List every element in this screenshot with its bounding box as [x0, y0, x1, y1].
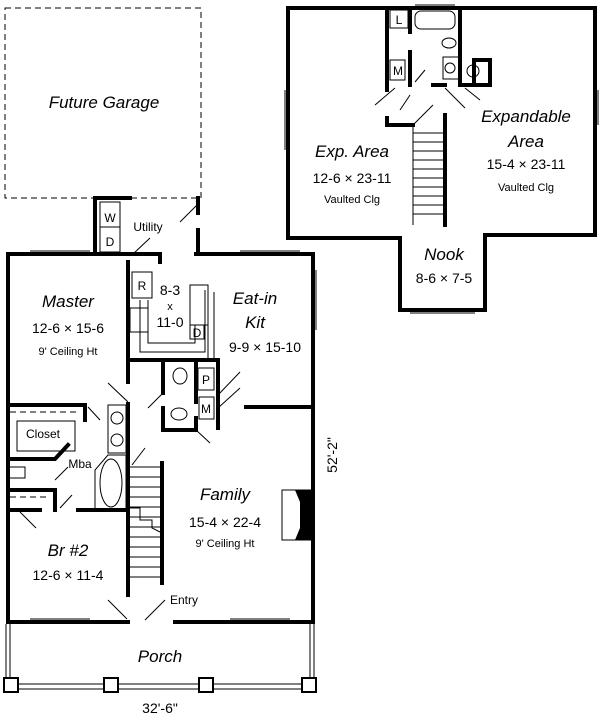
- main-mech-label: M: [201, 402, 211, 416]
- br2-label: Br #2: [48, 541, 89, 560]
- kitchen-size-x: x: [167, 301, 173, 313]
- kitchen: R D 8-3 x 11-0: [126, 260, 220, 362]
- fireplace: [281, 489, 314, 541]
- entry-label: Entry: [170, 593, 198, 607]
- exp-area-label: Exp. Area: [315, 142, 389, 161]
- upper-mech-label: M: [393, 64, 403, 78]
- exp-area-note: Vaulted Clg: [324, 194, 380, 206]
- utility-label: Utility: [133, 220, 162, 234]
- master-note: 9' Ceiling Ht: [39, 346, 98, 358]
- center-core: P M: [107, 358, 315, 444]
- expandable-area-label: Expandable: [481, 107, 571, 126]
- nook-label: Nook: [424, 245, 465, 264]
- washer-label: W: [104, 211, 116, 225]
- master-size: 12-6 × 15-6: [32, 320, 104, 336]
- eat-in-kit-size: 9-9 × 15-10: [229, 339, 301, 355]
- linen-label: L: [396, 13, 403, 27]
- eat-in-kit-label-2: Kit: [245, 313, 266, 332]
- eat-in-kit-label: Eat-in: [233, 289, 277, 308]
- nook-size: 8-6 × 7-5: [416, 270, 473, 286]
- family-label: Family: [200, 485, 252, 504]
- porch-label: Porch: [138, 647, 182, 666]
- expandable-area-label-2: Area: [507, 132, 544, 151]
- upper-bath: L M: [374, 6, 492, 227]
- pantry-label: P: [202, 373, 210, 387]
- main-floor-walls: [6, 250, 317, 624]
- utility-room: W D Utility: [93, 196, 200, 256]
- width-dimension: 32'-6": [142, 700, 178, 716]
- expandable-area-size: 15-4 × 23-11: [487, 156, 566, 172]
- depth-dimension: 52'-2": [324, 437, 340, 473]
- family-note: 9' Ceiling Ht: [196, 538, 255, 550]
- dryer-label: D: [106, 235, 115, 249]
- dishwasher-label: D: [193, 326, 202, 340]
- br2-size: 12-6 × 11-4: [33, 567, 104, 583]
- mba-label: Mba: [68, 457, 92, 471]
- master-label: Master: [42, 292, 95, 311]
- upper-floor-walls: [284, 4, 599, 314]
- family-size: 15-4 × 22-4: [189, 514, 261, 530]
- main-stairs: [130, 447, 164, 585]
- future-garage-label: Future Garage: [49, 93, 160, 112]
- entry-door[interactable]: [144, 599, 166, 621]
- exp-area-size: 12-6 × 23-11: [313, 170, 392, 186]
- refrigerator-label: R: [138, 279, 147, 293]
- kitchen-size-bottom: 11-0: [157, 314, 184, 330]
- expandable-area-note: Vaulted Clg: [498, 182, 554, 194]
- closet-label: Closet: [26, 427, 61, 441]
- master-bath: Closet Mba: [6, 402, 130, 597]
- kitchen-size-top: 8-3: [160, 282, 180, 298]
- porch: [3, 624, 317, 693]
- upper-stairs: [412, 104, 445, 225]
- entry-door-swing: [107, 599, 128, 620]
